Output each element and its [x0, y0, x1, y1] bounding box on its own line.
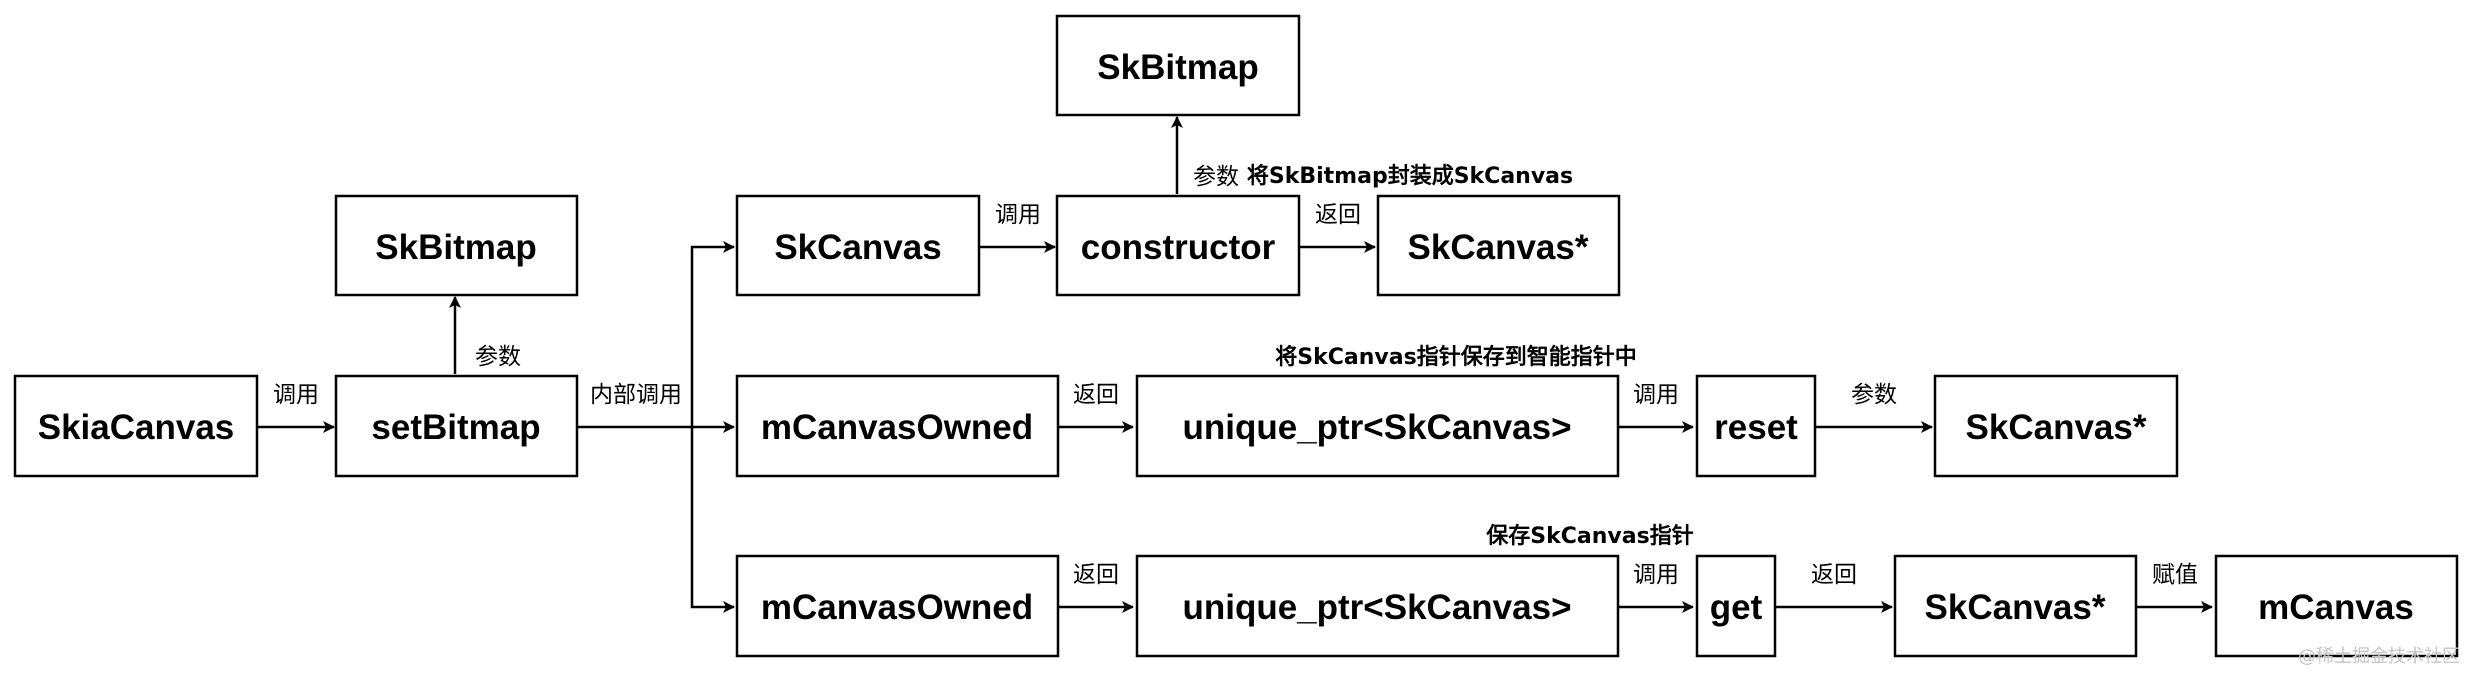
watermark-text: @稀土掘金技术社区 — [2298, 646, 2460, 667]
node-label-reset: reset — [1714, 408, 1798, 447]
node-mcanvasowned-2: mCanvasOwned — [735, 554, 1060, 658]
node-label-skcanvas-ptr-1: SkCanvas* — [1408, 228, 1589, 267]
node-skbitmap-top: SkBitmap — [1055, 14, 1301, 117]
edge-label-skiacanvas-setbitmap: 调用 — [273, 382, 319, 408]
node-label-constructor: constructor — [1081, 228, 1276, 267]
node-label-mcanvas: mCanvas — [2258, 588, 2414, 627]
node-skiacanvas: SkiaCanvas — [13, 374, 259, 478]
edge-label-reset-skcanvasptr2: 参数 — [1851, 382, 1897, 408]
node-label-skcanvas-ptr-2: SkCanvas* — [1966, 408, 2147, 447]
edge-label-get-skcanvasptr3: 返回 — [1811, 562, 1857, 588]
node-skcanvas: SkCanvas — [735, 194, 981, 297]
node-get: get — [1695, 554, 1777, 658]
node-label-get: get — [1710, 588, 1763, 627]
node-reset: reset — [1695, 374, 1817, 478]
node-mcanvas: mCanvas — [2214, 554, 2459, 658]
edge-label-uniqueptr2-get: 调用 — [1633, 562, 1679, 588]
node-label-skiacanvas: SkiaCanvas — [38, 408, 235, 447]
edge-label-constructor-skcanvasptr: 返回 — [1315, 202, 1361, 228]
node-skcanvas-ptr-2: SkCanvas* — [1933, 374, 2179, 478]
edge-label-skcanvasptr3-mcanvas: 赋值 — [2152, 562, 2198, 588]
edge-setbitmap-branch — [577, 241, 735, 613]
node-label-skbitmap-top: SkBitmap — [1097, 48, 1258, 87]
edge-label-mcanvasowned2-uniqueptr2: 返回 — [1073, 562, 1119, 588]
node-unique-ptr-2: unique_ptr<SkCanvas> — [1135, 554, 1620, 658]
node-constructor: constructor — [1055, 194, 1301, 297]
note-save-pointer: 保存SkCanvas指针 — [1485, 523, 1693, 549]
note-smart-pointer: 将SkCanvas指针保存到智能指针中 — [1275, 344, 1636, 370]
node-skcanvas-ptr-3: SkCanvas* — [1893, 554, 2138, 658]
edge-label-skcanvas-constructor: 调用 — [995, 202, 1041, 228]
edge-label-mcanvasowned1-uniqueptr1: 返回 — [1073, 382, 1119, 408]
edge-label-setbitmap-branch: 内部调用 — [590, 382, 682, 408]
edge-label-uniqueptr1-reset: 调用 — [1633, 382, 1679, 408]
node-label-skbitmap-param: SkBitmap — [375, 228, 536, 267]
node-label-unique-ptr-2: unique_ptr<SkCanvas> — [1182, 588, 1571, 627]
node-label-skcanvas: SkCanvas — [774, 228, 941, 267]
node-label-mcanvasowned-1: mCanvasOwned — [761, 408, 1033, 447]
node-setbitmap: setBitmap — [334, 374, 579, 478]
node-unique-ptr-1: unique_ptr<SkCanvas> — [1135, 374, 1620, 478]
note-wrap-skbitmap: 将SkBitmap封装成SkCanvas — [1247, 163, 1573, 189]
node-label-skcanvas-ptr-3: SkCanvas* — [1925, 588, 2106, 627]
node-mcanvasowned-1: mCanvasOwned — [735, 374, 1060, 478]
node-label-unique-ptr-1: unique_ptr<SkCanvas> — [1182, 408, 1571, 447]
node-label-setbitmap: setBitmap — [371, 408, 540, 447]
node-skcanvas-ptr-1: SkCanvas* — [1376, 194, 1621, 297]
node-skbitmap-param: SkBitmap — [334, 194, 579, 297]
edge-label-constructor-skbitmap: 参数 — [1193, 164, 1239, 190]
edge-label-setbitmap-skbitmap: 参数 — [475, 344, 521, 370]
node-label-mcanvasowned-2: mCanvasOwned — [761, 588, 1033, 627]
